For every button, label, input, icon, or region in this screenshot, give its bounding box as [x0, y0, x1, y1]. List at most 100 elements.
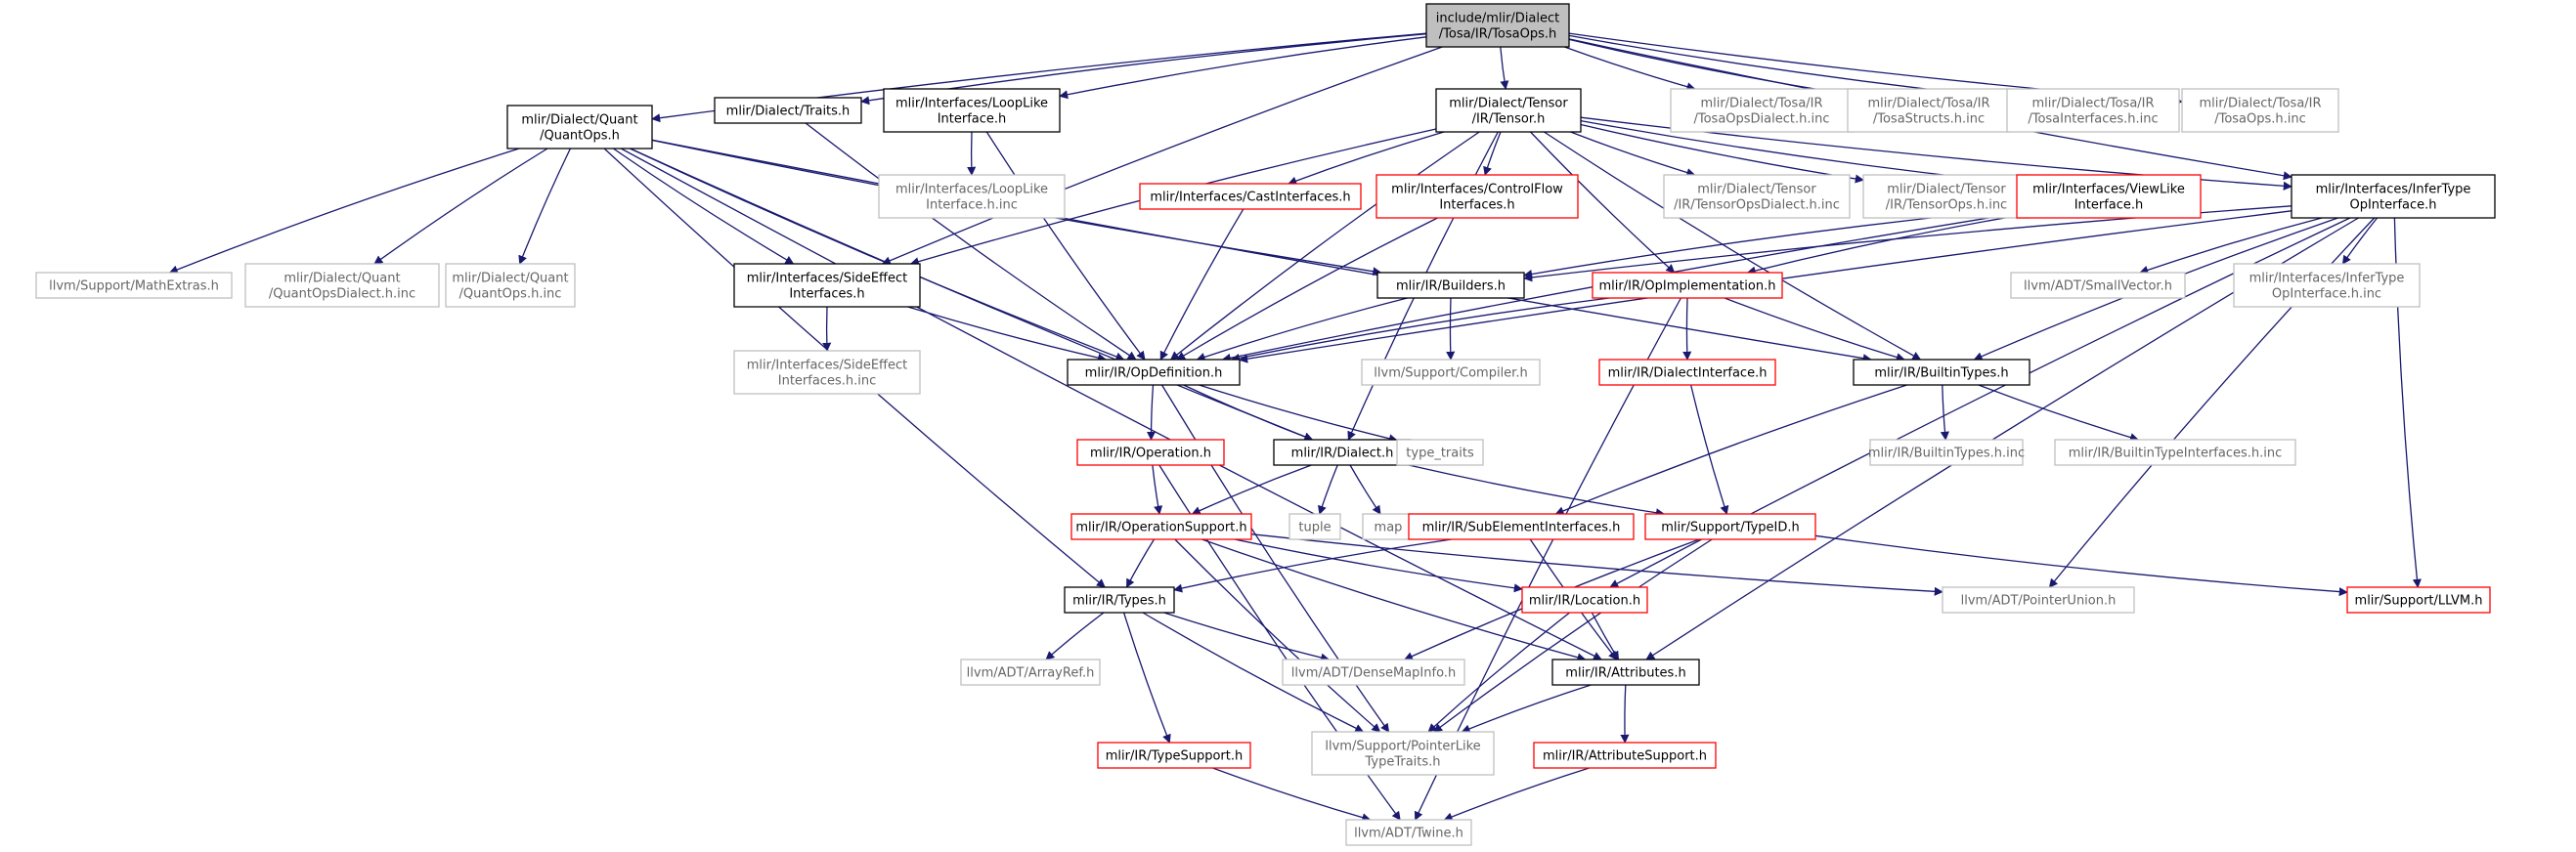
edge-root-to-looplike [1059, 36, 1427, 100]
node-attrsupport[interactable]: mlir/IR/AttributeSupport.h [1533, 742, 1717, 769]
node-box [1869, 439, 2024, 466]
edge-quantops-to-dialect [630, 148, 1314, 442]
node-attributes[interactable]: mlir/IR/Attributes.h [1551, 659, 1700, 686]
node-tuple[interactable]: tuple [1288, 513, 1341, 540]
edge-builders-to-compiler [1446, 297, 1456, 361]
node-subelement[interactable]: mlir/IR/SubElementInterfaces.h [1408, 513, 1635, 540]
edge-dialect-to-tuple [1318, 464, 1338, 515]
node-quantopsdialect[interactable]: mlir/Dialect/Quant/QuantOpsDialect.h.inc [244, 263, 440, 308]
node-label-line: include/mlir/Dialect [1436, 12, 1560, 26]
edge-opdef-to-dialect [1183, 384, 1314, 442]
node-pointerunion[interactable]: llvm/ADT/PointerUnion.h [1942, 586, 2135, 614]
node-compiler[interactable]: llvm/Support/Compiler.h [1361, 359, 1541, 386]
node-traits[interactable]: mlir/Dialect/Traits.h [714, 97, 862, 124]
node-label-line: mlir/IR/OperationSupport.h [1075, 521, 1246, 535]
node-label-line: /IR/TensorOpsDialect.h.inc [1674, 198, 1840, 213]
node-builders[interactable]: mlir/IR/Builders.h [1376, 272, 1525, 299]
node-mathextras[interactable]: llvm/Support/MathExtras.h [35, 272, 233, 299]
node-label-line: /TosaOpsDialect.h.inc [1693, 112, 1829, 127]
edge-typeid-to-pointerlike [1433, 538, 1713, 733]
node-twine[interactable]: llvm/ADT/Twine.h [1345, 819, 1472, 846]
node-arrayref[interactable]: llvm/ADT/ArrayRef.h [960, 659, 1101, 686]
node-location[interactable]: mlir/IR/Location.h [1521, 586, 1648, 614]
node-label-line: mlir/IR/DialectInterface.h [1608, 366, 1768, 381]
node-tosainterfaces[interactable]: mlir/Dialect/Tosa/IR/TosaInterfaces.h.in… [2006, 88, 2180, 133]
node-box [1070, 513, 1252, 540]
node-box [1670, 88, 1854, 133]
node-builtintypes[interactable]: mlir/IR/BuiltinTypes.h [1853, 359, 2030, 386]
node-label-line: mlir/Interfaces/CastInterfaces.h [1150, 191, 1350, 205]
edge-viewlike-to-builders [1523, 208, 2018, 279]
node-label-line: mlir/Dialect/Quant [452, 272, 568, 286]
node-box [960, 659, 1101, 686]
node-opimpl[interactable]: mlir/IR/OpImplementation.h [1592, 272, 1783, 299]
edge-quantops-to-builtintypes [651, 139, 1872, 363]
node-box [1425, 3, 1570, 48]
node-root[interactable]: include/mlir/Dialect/Tosa/IR/TosaOps.h [1425, 3, 1570, 48]
edge-opsupport-to-location [1234, 538, 1523, 593]
node-box [1345, 819, 1472, 846]
node-box [2181, 88, 2339, 133]
node-label-line: mlir/Dialect/Tensor [1697, 183, 1816, 197]
node-tosastructs[interactable]: mlir/Dialect/Tosa/IR/TosaStructs.h.inc [1847, 88, 2011, 133]
edge-location-to-attributes [1591, 612, 1620, 660]
node-box [1521, 586, 1648, 614]
node-label-line: mlir/IR/Operation.h [1090, 447, 1211, 461]
edge-quantops-to-mathextras [168, 148, 520, 275]
node-types[interactable]: mlir/IR/Types.h [1064, 586, 1175, 614]
node-quantopsinc[interactable]: mlir/Dialect/Quant/QuantOps.h.inc [445, 263, 576, 308]
node-typeid[interactable]: mlir/Support/TypeID.h [1644, 513, 1816, 540]
node-opsupport[interactable]: mlir/IR/OperationSupport.h [1070, 513, 1252, 540]
edge-viewlike-to-opimpl [1746, 215, 2018, 276]
node-box [506, 105, 653, 149]
node-sideeffectinc[interactable]: mlir/Interfaces/SideEffectInterfaces.h.i… [733, 350, 921, 395]
node-box [1097, 742, 1251, 769]
node-castinterfaces[interactable]: mlir/Interfaces/CastInterfaces.h [1139, 183, 1362, 210]
node-box [1064, 586, 1175, 614]
node-label-line: mlir/Dialect/Tosa/IR [1867, 97, 1989, 111]
node-label-line: mlir/Interfaces/SideEffect [747, 272, 908, 286]
node-tosaopsinc[interactable]: mlir/Dialect/Tosa/IR/TosaOps.h.inc [2181, 88, 2339, 133]
node-opdef[interactable]: mlir/IR/OpDefinition.h [1067, 359, 1241, 386]
node-tosaopsdialect[interactable]: mlir/Dialect/Tosa/IR/TosaOpsDialect.h.in… [1670, 88, 1854, 133]
node-box [1644, 513, 1816, 540]
node-operation[interactable]: mlir/IR/Operation.h [1076, 439, 1225, 466]
node-map[interactable]: map [1362, 513, 1415, 540]
node-smallvector[interactable]: llvm/ADT/SmallVector.h [2010, 272, 2186, 299]
edge-tensor-to-builtintypes [1544, 131, 1922, 361]
node-typesupport[interactable]: mlir/IR/TypeSupport.h [1097, 742, 1251, 769]
node-tensor[interactable]: mlir/Dialect/Tensor/IR/Tensor.h [1435, 88, 1582, 133]
node-densemapinfo[interactable]: llvm/ADT/DenseMapInfo.h [1282, 659, 1465, 686]
node-dialectinterface[interactable]: mlir/IR/DialectInterface.h [1598, 359, 1776, 386]
node-tensoropsdialect[interactable]: mlir/Dialect/Tensor/IR/TensorOpsDialect.… [1663, 174, 1851, 219]
node-builtintypesinc[interactable]: mlir/IR/BuiltinTypes.h.inc [1868, 439, 2025, 466]
node-label-line: mlir/IR/Builders.h [1396, 279, 1506, 294]
node-label-line: mlir/Dialect/Tosa/IR [2199, 97, 2321, 111]
edge-infertype-to-infertypeinc [2341, 217, 2379, 265]
node-label-line: mlir/Interfaces/SideEffect [747, 359, 908, 373]
node-llvmh[interactable]: mlir/Support/LLVM.h [2346, 586, 2491, 614]
node-label-line: mlir/IR/BuiltinTypes.h.inc [1868, 447, 2025, 461]
edge-opdef-to-operation [1146, 384, 1157, 441]
node-builtintypeifaces[interactable]: mlir/IR/BuiltinTypeInterfaces.h.inc [2054, 439, 2296, 466]
node-label-line: mlir/IR/Types.h [1072, 594, 1166, 609]
node-dialect[interactable]: mlir/IR/Dialect.h [1273, 439, 1412, 466]
node-infertypeinc[interactable]: mlir/Interfaces/InferTypeOpInterface.h.i… [2233, 263, 2421, 308]
node-quantops[interactable]: mlir/Dialect/Quant/QuantOps.h [506, 105, 653, 149]
node-label-line: llvm/ADT/PointerUnion.h [1961, 594, 2117, 609]
edge-builtintypes-to-builtintypeifaces [1978, 384, 2139, 442]
node-box [1592, 272, 1783, 299]
edge-builtintypes-to-subelement [1554, 384, 1907, 516]
node-tensoropsinc[interactable]: mlir/Dialect/Tensor/IR/TensorOps.h.inc [1862, 174, 2030, 219]
node-label-line: mlir/Dialect/Tosa/IR [2031, 97, 2154, 111]
edge-types-to-typesupport [1122, 612, 1171, 744]
node-typetraits[interactable]: type_traits [1396, 439, 1484, 466]
node-box [1311, 731, 1495, 776]
